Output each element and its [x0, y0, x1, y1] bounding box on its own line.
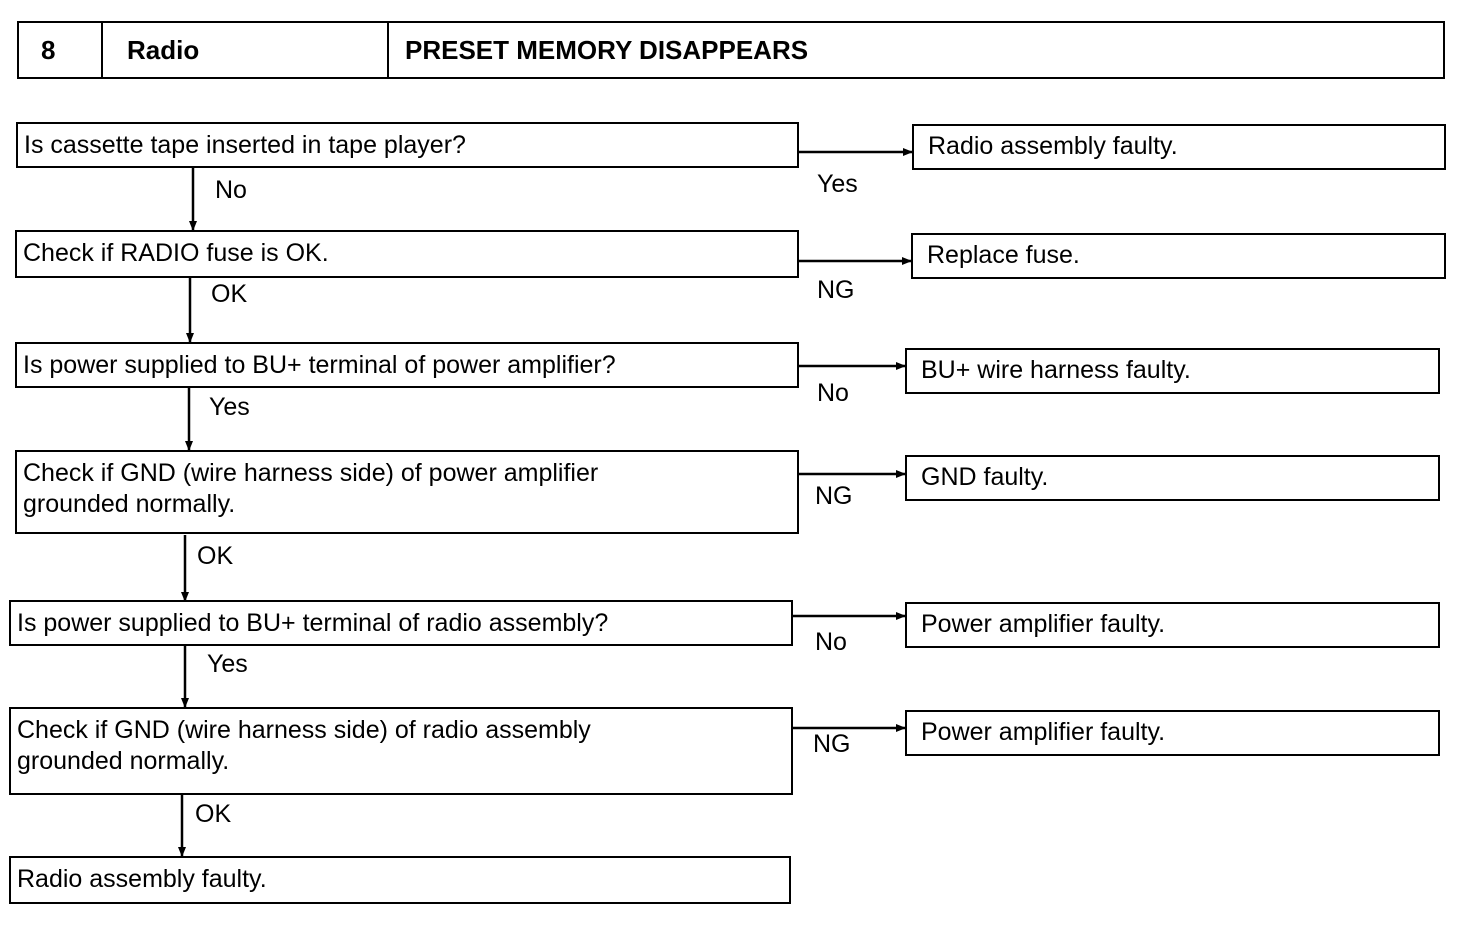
header-system: Radio — [103, 23, 389, 77]
result-text-3: BU+ wire harness faulty. — [921, 356, 1191, 384]
result-box-1: Radio assembly faulty. — [912, 124, 1446, 170]
branch-label-5: No — [815, 628, 847, 656]
branch-label-4: NG — [815, 482, 853, 510]
header-number: 8 — [19, 23, 103, 77]
result-text-2: Replace fuse. — [927, 241, 1080, 269]
result-box-3: BU+ wire harness faulty. — [905, 348, 1440, 394]
branch-label-6: NG — [813, 730, 851, 758]
question-box-1: Is cassette tape inserted in tape player… — [16, 122, 799, 168]
branch-label-1: Yes — [817, 170, 858, 198]
question-box-6: Check if GND (wire harness side) of radi… — [9, 707, 793, 795]
question-text-3: Is power supplied to BU+ terminal of pow… — [23, 351, 616, 379]
question-box-3: Is power supplied to BU+ terminal of pow… — [15, 342, 799, 388]
question-text-2: Check if RADIO fuse is OK. — [23, 239, 329, 267]
header-title: PRESET MEMORY DISAPPEARS — [405, 34, 809, 65]
question-box-4: Check if GND (wire harness side) of powe… — [15, 450, 799, 534]
question-box-5: Is power supplied to BU+ terminal of rad… — [9, 600, 793, 646]
branch-label-2: NG — [817, 276, 855, 304]
question-text-4a: Check if GND (wire harness side) of powe… — [23, 459, 599, 487]
down-label-2: OK — [211, 280, 248, 308]
down-label-4: OK — [197, 542, 234, 570]
diagram-header: 8 Radio PRESET MEMORY DISAPPEARS — [17, 21, 1445, 79]
down-label-1: No — [215, 176, 247, 204]
result-text-1: Radio assembly faulty. — [928, 132, 1178, 160]
result-text-4: GND faulty. — [921, 463, 1049, 491]
branch-label-3: No — [817, 379, 849, 407]
question-text-5: Is power supplied to BU+ terminal of rad… — [17, 609, 609, 637]
result-text-6: Power amplifier faulty. — [921, 718, 1166, 746]
question-text-6b: grounded normally. — [17, 747, 230, 775]
result-text-5: Power amplifier faulty. — [921, 610, 1166, 638]
result-box-6: Power amplifier faulty. — [905, 710, 1440, 756]
question-text-6a: Check if GND (wire harness side) of radi… — [17, 716, 591, 744]
final-result-text: Radio assembly faulty. — [17, 865, 267, 893]
result-box-4: GND faulty. — [905, 455, 1440, 501]
question-text-1: Is cassette tape inserted in tape player… — [24, 131, 466, 159]
question-text-4b: grounded normally. — [23, 490, 236, 518]
down-label-5: Yes — [207, 650, 248, 678]
result-box-2: Replace fuse. — [911, 233, 1446, 279]
question-box-2: Check if RADIO fuse is OK. — [15, 230, 799, 278]
down-label-3: Yes — [209, 393, 250, 421]
final-result-box: Radio assembly faulty. — [9, 856, 791, 904]
result-box-5: Power amplifier faulty. — [905, 602, 1440, 648]
down-label-6: OK — [195, 800, 232, 828]
